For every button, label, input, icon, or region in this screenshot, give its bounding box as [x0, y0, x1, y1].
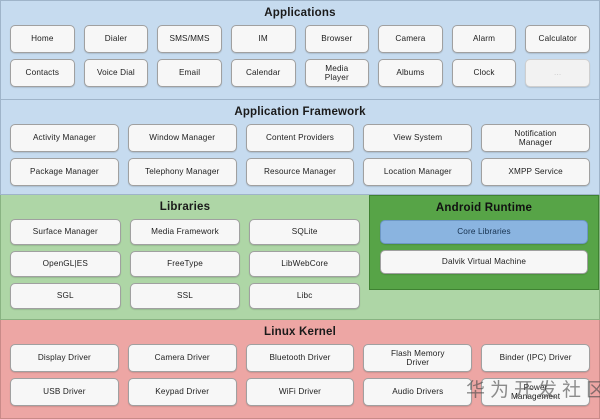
libraries-row-1: Surface Manager Media Framework SQLite [10, 219, 361, 245]
app-box-calendar[interactable]: Calendar [230, 59, 296, 87]
layer-applications-title: Applications [264, 7, 336, 19]
kernel-row-2: USB Driver Keypad Driver WiFi Driver Aud… [10, 378, 590, 406]
layer-application-framework-title: Application Framework [234, 106, 366, 118]
app-box-more[interactable]: ... [525, 59, 590, 87]
runtime-row-1: Core Libraries [380, 220, 588, 244]
app-box-contacts[interactable]: Contacts [10, 59, 75, 87]
app-box-home[interactable]: Home [10, 25, 75, 53]
framework-box-content-providers[interactable]: Content Providers [245, 124, 355, 152]
framework-box-activity-manager[interactable]: Activity Manager [10, 124, 119, 152]
library-box-media-framework[interactable]: Media Framework [129, 219, 241, 245]
layer-linux-kernel-title: Linux Kernel [263, 326, 337, 338]
library-box-libc[interactable]: Libc [249, 283, 361, 309]
layer-android-runtime-title: Android Runtime [435, 202, 533, 214]
kernel-box-usb-driver[interactable]: USB Driver [10, 378, 119, 406]
layer-linux-kernel: Linux Kernel Display Driver Camera Drive… [0, 320, 600, 419]
layer-libraries-and-runtime: Libraries Surface Manager Media Framewor… [0, 195, 600, 320]
framework-box-view-system[interactable]: View System [363, 124, 473, 152]
runtime-box-core-libraries[interactable]: Core Libraries [380, 220, 588, 244]
kernel-box-binder-ipc-driver[interactable]: Binder (IPC) Driver [481, 344, 590, 372]
kernel-row-1: Display Driver Camera Driver Bluetooth D… [10, 344, 590, 372]
kernel-box-camera-driver[interactable]: Camera Driver [127, 344, 237, 372]
framework-box-location-manager[interactable]: Location Manager [363, 158, 473, 186]
app-box-sms-mms[interactable]: SMS/MMS [157, 25, 222, 53]
app-box-alarm[interactable]: Alarm [451, 25, 517, 53]
framework-box-resource-manager[interactable]: Resource Manager [245, 158, 355, 186]
applications-row-2: Contacts Voice Dial Email Calendar Media… [10, 59, 590, 87]
app-box-im[interactable]: IM [230, 25, 296, 53]
kernel-box-bluetooth-driver[interactable]: Bluetooth Driver [245, 344, 355, 372]
app-box-dialer[interactable]: Dialer [83, 25, 149, 53]
framework-row-1: Activity Manager Window Manager Content … [10, 124, 590, 152]
applications-row-1: Home Dialer SMS/MMS IM Browser Camera Al… [10, 25, 590, 53]
kernel-box-display-driver[interactable]: Display Driver [10, 344, 119, 372]
layer-android-runtime: Android Runtime Core Libraries Dalvik Vi… [369, 195, 599, 290]
framework-box-package-manager[interactable]: Package Manager [10, 158, 119, 186]
app-box-calculator[interactable]: Calculator [525, 25, 590, 53]
framework-box-xmpp-service[interactable]: XMPP Service [481, 158, 590, 186]
libraries-row-2: OpenGL|ES FreeType LibWebCore [10, 251, 361, 277]
app-box-voice-dial[interactable]: Voice Dial [83, 59, 149, 87]
layer-libraries: Libraries Surface Manager Media Framewor… [1, 195, 369, 319]
library-box-freetype[interactable]: FreeType [129, 251, 241, 277]
app-box-browser[interactable]: Browser [304, 25, 370, 53]
libraries-row-3: SGL SSL Libc [10, 283, 361, 309]
framework-box-window-manager[interactable]: Window Manager [127, 124, 237, 152]
layer-libraries-title: Libraries [159, 201, 211, 213]
app-box-clock[interactable]: Clock [451, 59, 517, 87]
layer-applications: Applications Home Dialer SMS/MMS IM Brow… [0, 0, 600, 100]
library-box-opengl-es[interactable]: OpenGL|ES [10, 251, 121, 277]
kernel-box-wifi-driver[interactable]: WiFi Driver [245, 378, 355, 406]
layer-application-framework: Application Framework Activity Manager W… [0, 100, 600, 195]
kernel-box-keypad-driver[interactable]: Keypad Driver [127, 378, 237, 406]
app-box-camera[interactable]: Camera [378, 25, 443, 53]
library-box-sqlite[interactable]: SQLite [249, 219, 361, 245]
runtime-column: Android Runtime Core Libraries Dalvik Vi… [369, 195, 599, 319]
runtime-row-2: Dalvik Virtual Machine [380, 250, 588, 274]
library-box-sgl[interactable]: SGL [10, 283, 121, 309]
library-box-surface-manager[interactable]: Surface Manager [10, 219, 121, 245]
runtime-box-dalvik-virtual-machine[interactable]: Dalvik Virtual Machine [380, 250, 588, 274]
app-box-email[interactable]: Email [157, 59, 222, 87]
library-box-libwebcore[interactable]: LibWebCore [249, 251, 361, 277]
framework-box-telephony-manager[interactable]: Telephony Manager [127, 158, 237, 186]
kernel-box-audio-drivers[interactable]: Audio Drivers [363, 378, 473, 406]
app-box-albums[interactable]: Albums [378, 59, 443, 87]
framework-row-2: Package Manager Telephony Manager Resour… [10, 158, 590, 186]
library-box-ssl[interactable]: SSL [129, 283, 241, 309]
